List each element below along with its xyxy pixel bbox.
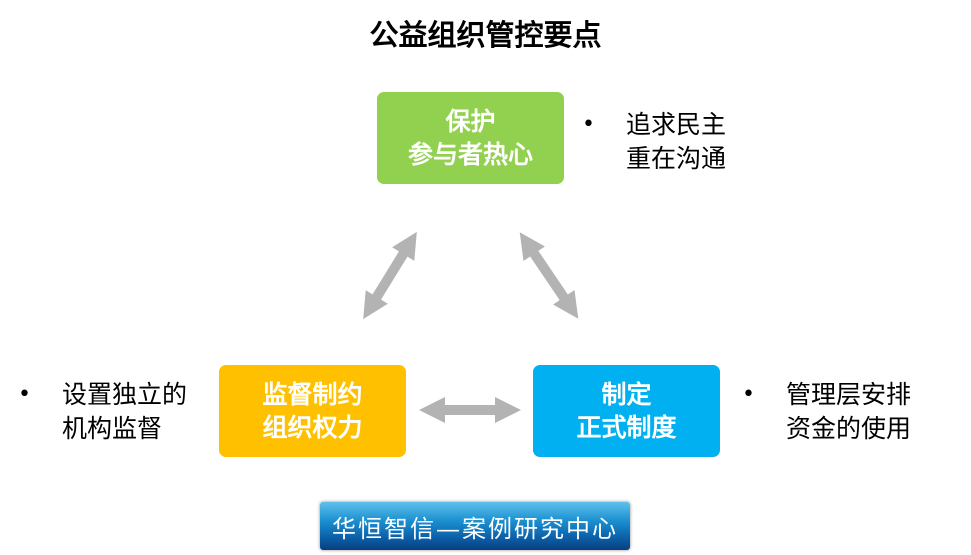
bullet-dot: • [742, 382, 755, 407]
node-line: 正式制度 [576, 413, 677, 442]
bullet-line: 追求民主 [626, 110, 727, 139]
node-protect-participants: 保护 参与者热心 [377, 92, 564, 184]
logo-banner: 华恒智信—案例研究中心 [320, 502, 630, 550]
node-line: 制定 [601, 380, 652, 409]
node-line: 保护 [445, 107, 496, 136]
node-line: 参与者热心 [407, 140, 533, 169]
double-arrow-top-right [519, 232, 579, 319]
node-formal-rules: 制定 正式制度 [533, 365, 720, 457]
bullet-right: • 管理层安排 资金的使用 [742, 378, 912, 446]
double-arrow-top-left [363, 231, 417, 320]
bullet-line: 机构监督 [62, 414, 163, 443]
bullet-line: 重在沟通 [626, 144, 727, 173]
bullet-line: 管理层安排 [786, 380, 912, 409]
bullet-top: • 追求民主 重在沟通 [582, 108, 727, 176]
bullet-line: 设置独立的 [62, 380, 188, 409]
node-supervise-power: 监督制约 组织权力 [219, 365, 406, 457]
page-title: 公益组织管控要点 [369, 18, 602, 52]
bullet-dot: • [582, 112, 595, 137]
bullet-left: • 设置独立的 机构监督 [18, 378, 188, 446]
bullet-line: 资金的使用 [786, 414, 912, 443]
node-line: 监督制约 [262, 380, 363, 409]
bullet-dot: • [18, 382, 31, 407]
node-line: 组织权力 [262, 413, 363, 442]
